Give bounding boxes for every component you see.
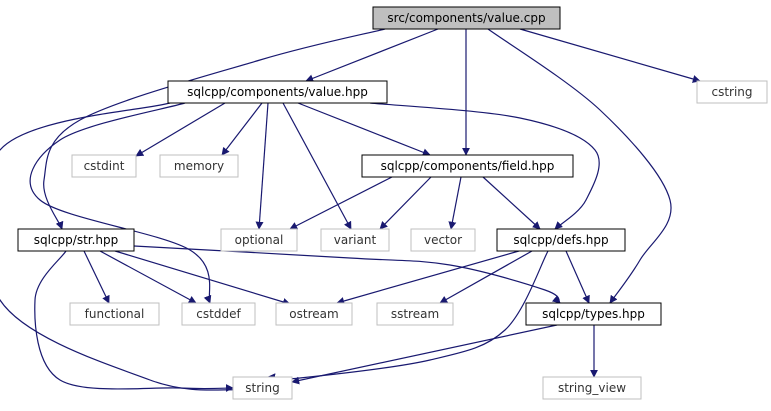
node-label: sqlcpp/str.hpp — [34, 233, 119, 247]
node-memory: memory — [159, 154, 239, 178]
node-box — [496, 228, 626, 252]
node-label: sqlcpp/defs.hpp — [513, 233, 608, 247]
edge-str-hpp-to-ostream — [114, 250, 291, 306]
edge-types-hpp-to-string — [291, 324, 558, 385]
nodes-layer: src/components/value.cpp sqlcpp/component… — [17, 6, 768, 400]
node-label: sqlcpp/components/field.hpp — [381, 159, 555, 173]
node-label: cstdint — [84, 159, 125, 173]
node-vector: vector — [410, 228, 476, 252]
node-label: memory — [174, 159, 224, 173]
edge-field-hpp-to-optional — [289, 176, 393, 230]
edge-str-hpp-to-types-hpp — [133, 245, 561, 304]
node-optional: optional — [220, 228, 298, 252]
node-box — [181, 302, 256, 326]
edge-value-hpp-to-memory — [221, 102, 263, 156]
node-label: cstddef — [196, 307, 241, 321]
node-label: variant — [334, 233, 377, 247]
edge-field-hpp-to-defs-hpp — [482, 176, 541, 230]
edge-value-hpp-to-defs-hpp — [369, 102, 600, 230]
node-cstring: cstring — [696, 80, 768, 104]
edge-value-hpp-to-optional — [255, 102, 269, 230]
node-label: src/components/value.cpp — [387, 11, 545, 25]
node-box — [275, 302, 353, 326]
node-box — [17, 228, 135, 252]
edge-value-hpp-to-variant — [282, 102, 352, 230]
node-box — [232, 376, 293, 400]
node-label: optional — [235, 233, 284, 247]
node-box — [159, 154, 239, 178]
edge-value-cpp-to-str-hpp — [43, 28, 386, 230]
edge-value-cpp-to-cstring — [519, 28, 701, 83]
edge-str-hpp-to-cstddef — [99, 250, 197, 304]
node-box — [71, 154, 137, 178]
edge-defs-hpp-to-ostream — [336, 250, 520, 305]
edge-value-hpp-to-cstdint — [135, 102, 226, 157]
edge-value-hpp-to-string — [0, 102, 241, 394]
node-box — [410, 228, 476, 252]
node-value-cpp[interactable]: src/components/value.cpp — [372, 6, 561, 30]
node-label: string — [245, 381, 279, 395]
node-label: string_view — [558, 381, 626, 395]
node-box — [525, 302, 662, 326]
node-label: sqlcpp/types.hpp — [542, 307, 645, 321]
node-box — [542, 376, 642, 400]
edge-value-cpp-to-types-hpp — [487, 28, 672, 304]
node-label: ostream — [289, 307, 338, 321]
node-box — [696, 80, 768, 104]
edge-defs-hpp-to-sstream — [439, 250, 533, 304]
node-label: functional — [85, 307, 145, 321]
node-string-view: string_view — [542, 376, 642, 400]
edge-str-hpp-to-string — [34, 250, 234, 393]
node-defs-hpp[interactable]: sqlcpp/defs.hpp — [496, 228, 626, 252]
node-string: string — [232, 376, 293, 400]
edges-layer — [0, 28, 701, 394]
node-str-hpp[interactable]: sqlcpp/str.hpp — [17, 228, 135, 252]
node-label: vector — [424, 233, 462, 247]
node-box — [376, 302, 454, 326]
node-field-hpp[interactable]: sqlcpp/components/field.hpp — [361, 154, 574, 178]
node-types-hpp[interactable]: sqlcpp/types.hpp — [525, 302, 662, 326]
node-box — [320, 228, 390, 252]
edge-value-hpp-to-cstddef — [29, 102, 212, 304]
node-variant: variant — [320, 228, 390, 252]
node-box — [220, 228, 298, 252]
node-sstream: sstream — [376, 302, 454, 326]
node-functional: functional — [69, 302, 160, 326]
edge-value-hpp-to-field-hpp — [297, 102, 431, 157]
edge-str-hpp-to-functional — [83, 250, 110, 304]
edge-field-hpp-to-vector — [448, 176, 462, 230]
node-label: sstream — [391, 307, 439, 321]
node-box — [167, 80, 388, 104]
node-box — [361, 154, 574, 178]
node-box — [372, 6, 561, 30]
edge-defs-hpp-to-types-hpp — [565, 250, 590, 304]
node-label: sqlcpp/components/value.hpp — [187, 85, 368, 99]
node-value-hpp[interactable]: sqlcpp/components/value.hpp — [167, 80, 388, 104]
node-cstdint: cstdint — [71, 154, 137, 178]
node-label: cstring — [711, 85, 752, 99]
node-ostream: ostream — [275, 302, 353, 326]
edge-value-cpp-to-value-hpp — [305, 28, 439, 83]
edge-field-hpp-to-variant — [379, 176, 432, 230]
node-box — [69, 302, 160, 326]
node-cstddef: cstddef — [181, 302, 256, 326]
